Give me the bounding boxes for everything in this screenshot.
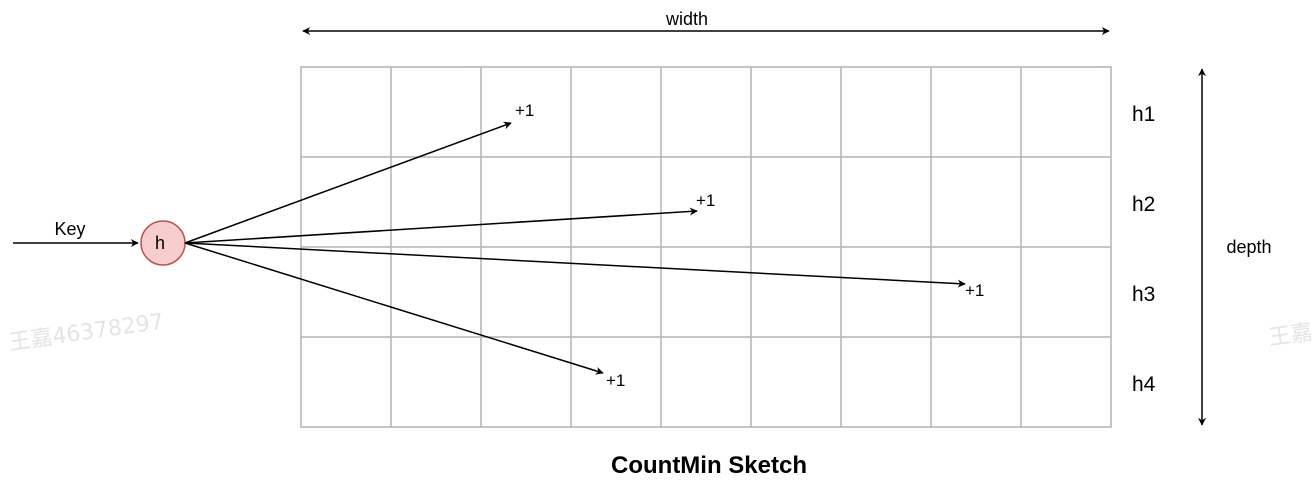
- hash-arrow-h1: [184, 121, 512, 244]
- key-label: Key: [54, 219, 85, 239]
- row-label-h4: h4: [1132, 373, 1156, 396]
- diagram-caption: CountMin Sketch: [611, 452, 807, 479]
- hash-arrow-h4: [184, 242, 604, 375]
- hash-arrow-h2: [184, 207, 698, 244]
- width-label: width: [665, 9, 708, 29]
- watermark: 王嘉46378297: [7, 309, 165, 355]
- hash-arrow-h3: [184, 242, 966, 288]
- depth-label: depth: [1226, 237, 1271, 257]
- increment-label-h2: +1: [696, 191, 715, 210]
- increment-label-h3: +1: [965, 281, 984, 300]
- hash-node-label: h: [155, 233, 165, 253]
- row-label-h2: h2: [1132, 193, 1155, 216]
- row-label-h3: h3: [1132, 283, 1155, 306]
- increment-label-h4: +1: [606, 371, 625, 390]
- sketch-grid: [300, 66, 1112, 428]
- row-label-h1: h1: [1132, 103, 1155, 126]
- watermark: 王嘉46378297: [1267, 304, 1312, 350]
- increment-label-h1: +1: [515, 101, 534, 120]
